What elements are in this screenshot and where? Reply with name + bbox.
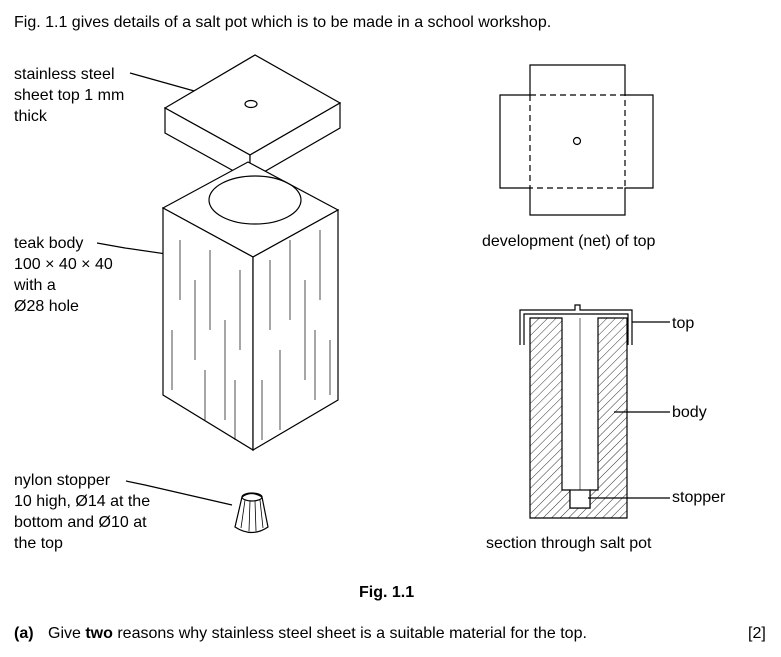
leader-body — [96, 242, 181, 257]
stainless-steel-top-drawing — [163, 54, 342, 182]
question-part: (a) — [14, 625, 34, 642]
net-caption: development (net) of top — [482, 233, 656, 250]
leader-stopper — [125, 480, 233, 506]
question-text: Give two reasons why stainless steel she… — [48, 625, 587, 642]
label-body-line3: with a — [14, 277, 56, 294]
section-label-body: body — [672, 404, 707, 421]
label-stopper-line3: bottom and Ø10 at — [14, 514, 147, 531]
figure-caption: Fig. 1.1 — [359, 584, 415, 601]
label-stopper-line4: the top — [14, 535, 63, 552]
nylon-stopper-drawing — [234, 492, 269, 534]
leader-top — [129, 72, 206, 95]
label-body-line4: Ø28 hole — [14, 298, 79, 315]
label-stopper-line1: nylon stopper — [14, 472, 111, 489]
teak-body-drawing — [161, 161, 340, 452]
label-top-line2: sheet top 1 mm — [14, 87, 125, 104]
label-top-line1: stainless steel — [14, 66, 115, 83]
question-marks: [2] — [748, 625, 766, 642]
net-of-top-drawing — [499, 64, 654, 216]
section-label-stopper: stopper — [672, 489, 726, 506]
label-body-line1: teak body — [14, 235, 84, 252]
section-drawing — [519, 304, 670, 519]
section-caption: section through salt pot — [486, 535, 652, 552]
label-body-line2: 100 × 40 × 40 — [14, 256, 113, 273]
label-top-line3: thick — [14, 108, 47, 125]
label-stopper-line2: 10 high, Ø14 at the — [14, 493, 151, 510]
section-label-top: top — [672, 315, 695, 332]
intro-text: Fig. 1.1 gives details of a salt pot whi… — [14, 14, 552, 31]
